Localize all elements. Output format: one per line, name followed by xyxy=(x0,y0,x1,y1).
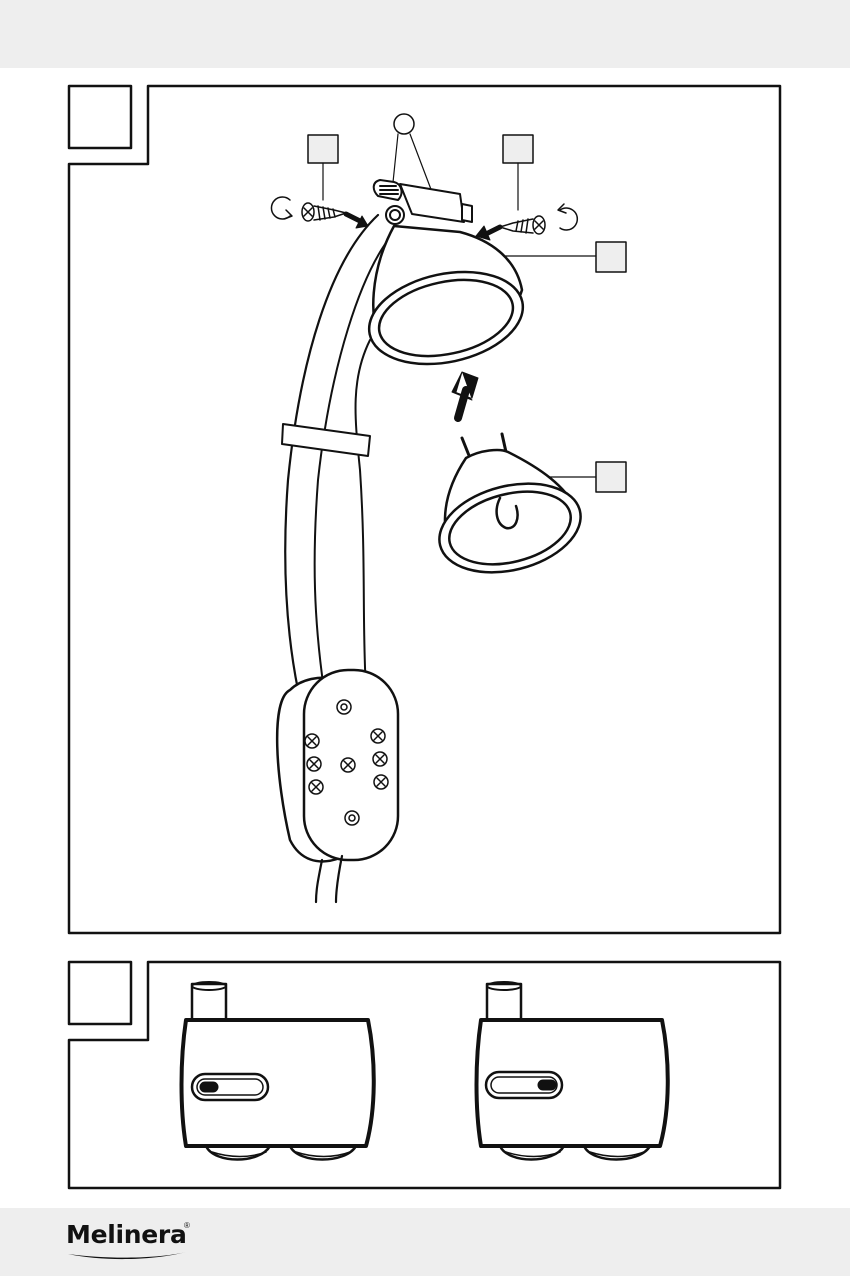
footer-band xyxy=(0,1208,850,1276)
callout-circle xyxy=(393,113,415,135)
halogen-bulb xyxy=(438,432,582,574)
pump-left xyxy=(179,981,376,1161)
logo-text: Melinera xyxy=(66,1220,187,1249)
header-band xyxy=(0,0,850,68)
pump-right xyxy=(474,981,670,1161)
rotate-right-icon xyxy=(557,203,579,231)
lamp-bracket xyxy=(372,179,473,225)
callout-box-bulb xyxy=(595,461,627,493)
figure-1-frame xyxy=(67,84,782,935)
registered-mark: ® xyxy=(184,1221,190,1230)
cable-tie xyxy=(281,423,371,457)
figure-2-label-box xyxy=(67,960,133,1026)
logo-swoosh-icon xyxy=(68,1252,186,1260)
screw-right-icon xyxy=(499,215,546,235)
lamp-arm xyxy=(284,213,380,692)
junction-box-screws xyxy=(304,699,389,826)
screw-left-icon xyxy=(301,202,347,222)
callout-box-left xyxy=(307,134,339,164)
callout-box-right xyxy=(502,134,534,164)
switch-knob xyxy=(199,1081,219,1093)
switch-knob xyxy=(537,1079,557,1091)
power-cable xyxy=(314,854,344,904)
rotate-left-icon xyxy=(270,196,293,220)
arrow-left-icon xyxy=(483,224,503,237)
figure-1-label-box xyxy=(67,84,133,150)
callout-box-lamp-housing xyxy=(595,241,627,273)
lamp-housing xyxy=(367,224,525,366)
brand-logo: Melinera ® xyxy=(66,1220,196,1266)
figure-2-frame xyxy=(67,960,782,1190)
